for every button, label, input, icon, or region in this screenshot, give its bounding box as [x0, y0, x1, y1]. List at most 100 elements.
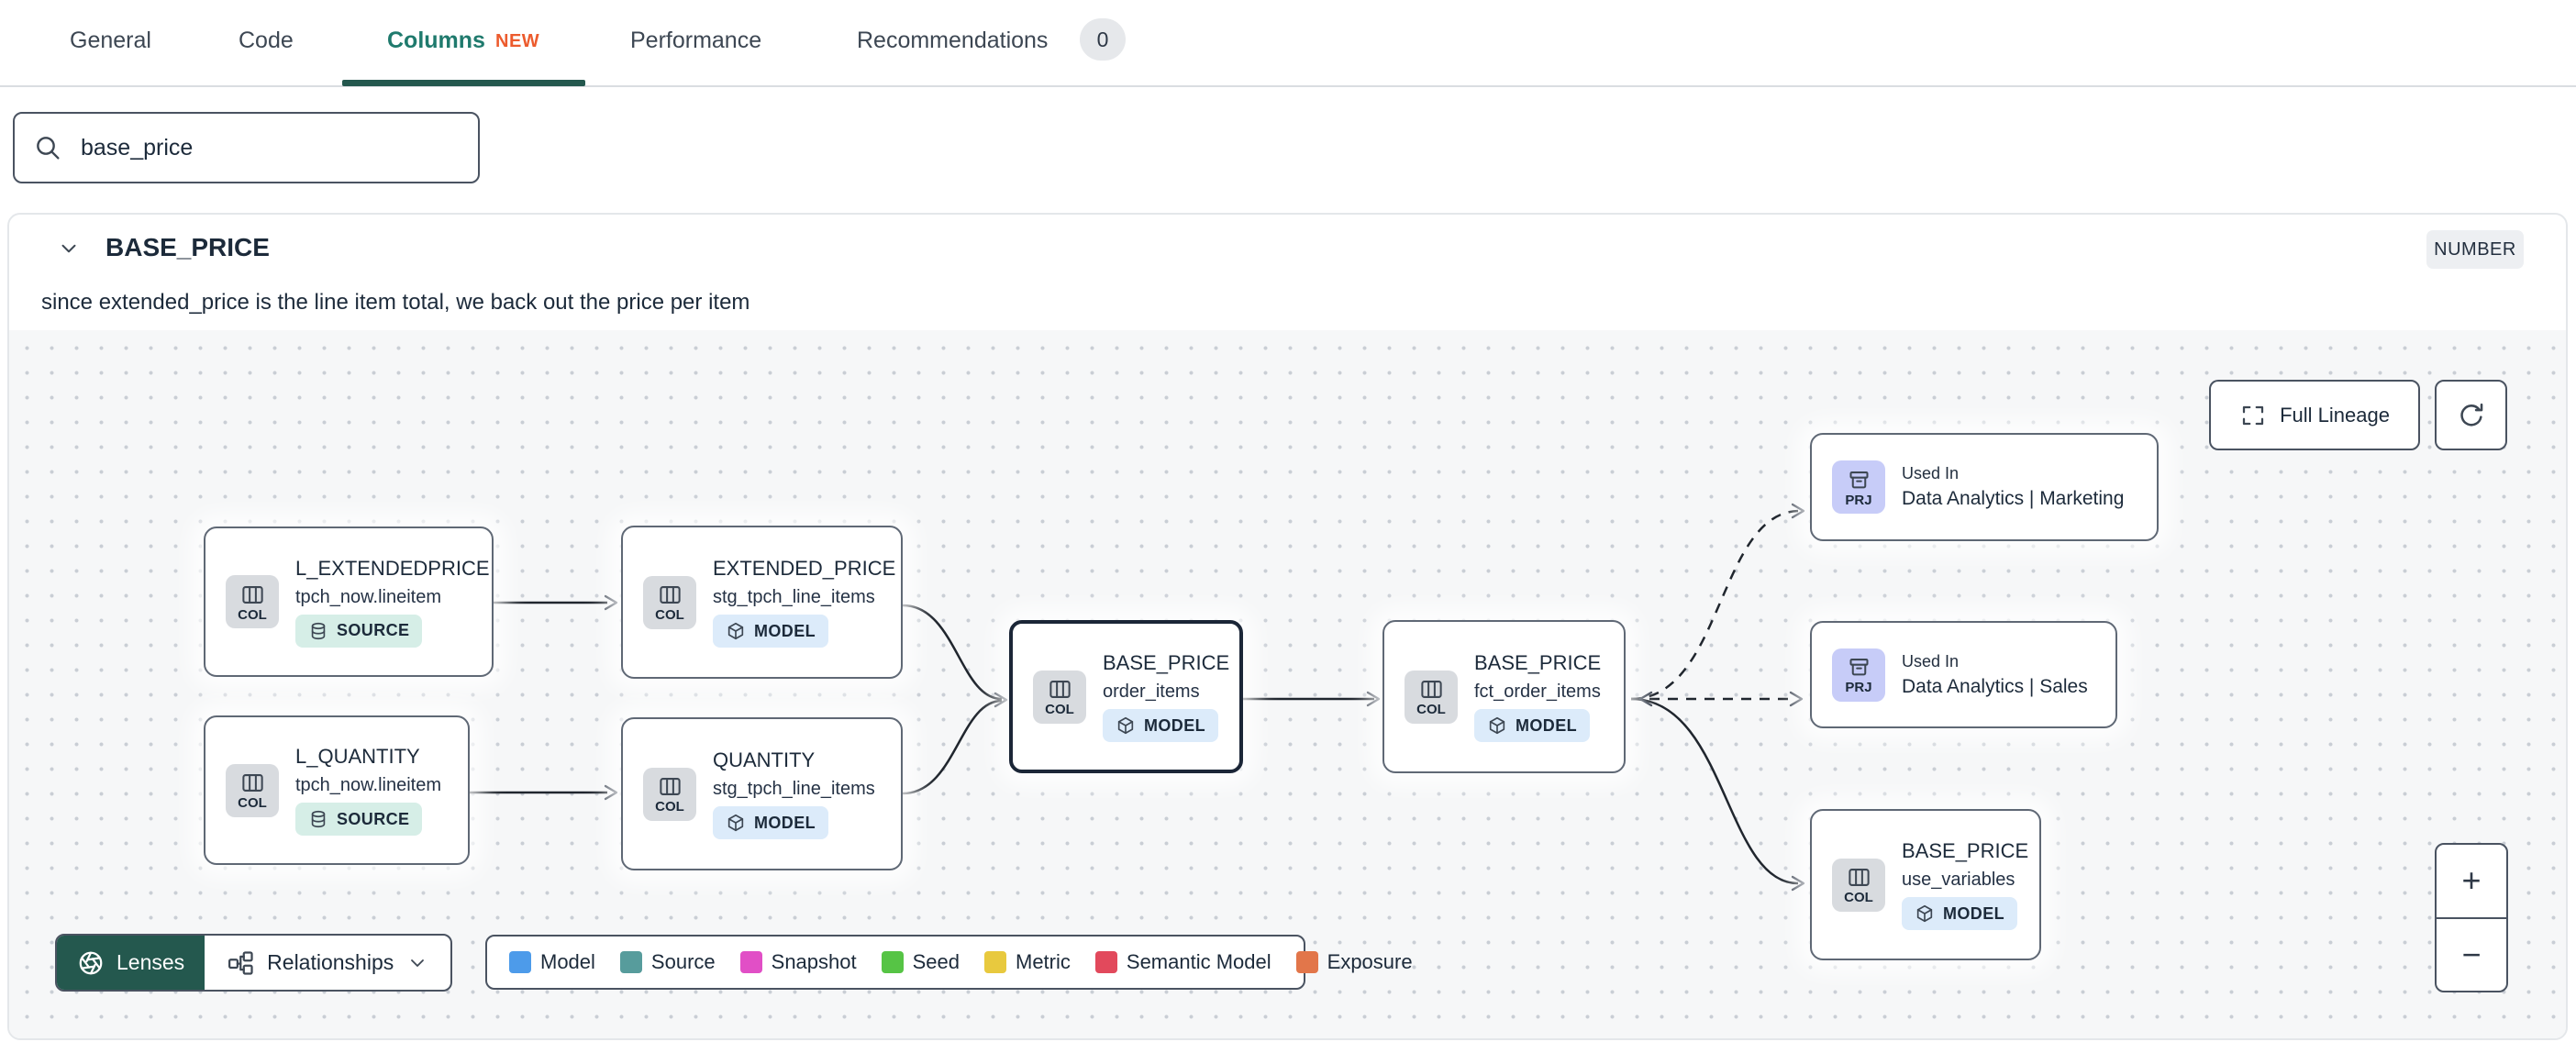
column-search-box[interactable]: [13, 112, 480, 183]
model-tag: MODEL: [1902, 897, 2017, 930]
zoom-out-button[interactable]: −: [2437, 916, 2506, 992]
relationships-icon: [228, 950, 253, 975]
column-type-icon-badge: COL: [226, 763, 279, 817]
tab-recommendations[interactable]: Recommendations: [857, 28, 1049, 53]
collapse-chevron-icon[interactable]: [57, 237, 81, 260]
columns-icon: [1420, 681, 1442, 698]
lineage-canvas[interactable]: [9, 330, 2566, 1038]
columns-icon: [1848, 869, 1870, 886]
active-tab-underline: [342, 80, 585, 86]
node-title: EXTENDED_PRICE: [713, 557, 896, 580]
zoom-in-button[interactable]: +: [2461, 861, 2482, 900]
node-subtitle: fct_order_items: [1474, 682, 1601, 702]
legend-item-snapshot: Snapshot: [739, 950, 857, 974]
tab-bar: General Code Columns NEW Performance Rec…: [0, 0, 2576, 87]
model-cube-icon: [1916, 904, 1933, 923]
source-tag: SOURCE: [295, 614, 423, 648]
node-title: QUANTITY: [713, 748, 816, 771]
node-title: BASE_PRICE: [1474, 651, 1602, 674]
column-type-icon-badge: COL: [1832, 858, 1885, 912]
database-icon: [311, 622, 326, 639]
legend-swatch: [984, 951, 1006, 973]
search-icon: [37, 137, 60, 160]
project-icon-badge: PRJ: [1832, 460, 1885, 514]
lineage-node-extended-price[interactable]: COL EXTENDED_PRICE stg_tpch_line_items M…: [621, 526, 903, 679]
tab-code[interactable]: Code: [239, 28, 294, 53]
columns-icon: [241, 585, 263, 604]
model-tag: MODEL: [1474, 709, 1590, 742]
lineage-node-used-in-marketing[interactable]: PRJ Used In Data Analytics | Marketing: [1810, 433, 2159, 541]
lineage-node-base-price-order-items[interactable]: COL BASE_PRICE order_items MODEL: [1009, 620, 1243, 773]
model-tag: MODEL: [1103, 709, 1218, 742]
node-kicker: Used In: [1902, 651, 1960, 671]
column-type-badge: NUMBER: [2426, 230, 2524, 269]
column-type-icon-badge: COL: [226, 575, 279, 628]
expand-icon: [2242, 405, 2264, 425]
project-archive-icon: [1849, 471, 1869, 488]
column-type-icon-badge: COL: [643, 767, 696, 821]
model-tag: MODEL: [713, 615, 828, 648]
node-title: L_QUANTITY: [295, 745, 420, 768]
column-type-icon-badge: COL: [1033, 670, 1086, 724]
node-title: L_EXTENDEDPRICE: [295, 556, 490, 580]
source-tag: SOURCE: [295, 803, 423, 836]
legend-swatch: [1295, 951, 1318, 973]
model-cube-icon: [727, 622, 744, 640]
tab-columns[interactable]: Columns: [387, 28, 485, 53]
tab-general[interactable]: General: [70, 28, 151, 53]
model-cube-icon: [727, 814, 744, 832]
project-icon-badge: PRJ: [1832, 648, 1885, 702]
search-input[interactable]: [79, 133, 460, 162]
node-subtitle: tpch_now.lineitem: [295, 775, 441, 795]
legend-item-metric: Metric: [984, 950, 1071, 974]
lineage-node-l-extendedprice[interactable]: COL L_EXTENDEDPRICE tpch_now.lineitem SO…: [204, 526, 494, 677]
node-title: BASE_PRICE: [1902, 839, 2029, 862]
columns-icon: [659, 778, 681, 795]
column-name: BASE_PRICE: [105, 233, 270, 261]
project-archive-icon: [1849, 659, 1869, 676]
model-cube-icon: [1489, 716, 1505, 735]
node-title: Data Analytics | Marketing: [1902, 488, 2125, 509]
legend-item-semantic-model: Semantic Model: [1094, 950, 1271, 974]
recommendations-count-badge: 0: [1080, 18, 1126, 61]
column-description: since extended_price is the line item to…: [41, 290, 750, 315]
node-type-legend: Model Source Snapshot Seed Metric Semant…: [485, 935, 1413, 990]
lineage-node-used-in-sales[interactable]: PRJ Used In Data Analytics | Sales: [1810, 621, 2117, 728]
lineage-node-quantity[interactable]: COL QUANTITY stg_tpch_line_items MODEL: [621, 717, 903, 870]
relationships-dropdown[interactable]: Relationships: [205, 936, 450, 990]
legend-swatch: [509, 951, 531, 973]
lineage-node-l-quantity[interactable]: COL L_QUANTITY tpch_now.lineitem SOURCE: [204, 715, 470, 865]
node-kicker: Used In: [1902, 464, 1960, 482]
lineage-node-base-price-use-variables[interactable]: COL BASE_PRICE use_variables MODEL: [1810, 809, 2041, 960]
column-type-icon-badge: COL: [643, 575, 696, 629]
tab-columns-new-badge: NEW: [495, 31, 540, 51]
node-subtitle: stg_tpch_line_items: [713, 779, 875, 799]
legend-item-exposure: Exposure: [1295, 950, 1413, 974]
full-lineage-button[interactable]: Full Lineage: [2209, 380, 2420, 450]
legend-swatch: [739, 951, 762, 973]
node-subtitle: stg_tpch_line_items: [713, 587, 875, 607]
lineage-node-base-price-fct-order-items[interactable]: COL BASE_PRICE fct_order_items MODEL: [1382, 620, 1626, 773]
lenses-control: Lenses Relationships: [55, 934, 453, 992]
columns-icon: [659, 586, 681, 604]
tab-performance[interactable]: Performance: [630, 28, 762, 53]
zoom-control: + −: [2435, 843, 2508, 992]
columns-icon: [1049, 681, 1071, 698]
aperture-icon: [79, 951, 103, 974]
legend-swatch: [619, 951, 642, 973]
model-tag: MODEL: [713, 806, 828, 839]
columns-icon: [241, 774, 263, 792]
lenses-button[interactable]: Lenses: [57, 936, 205, 990]
legend-swatch: [1094, 951, 1117, 973]
column-type-icon-badge: COL: [1405, 670, 1458, 724]
node-subtitle: tpch_now.lineitem: [295, 586, 441, 607]
refresh-button[interactable]: [2435, 380, 2507, 450]
node-title: BASE_PRICE: [1103, 651, 1230, 674]
legend-item-seed: Seed: [881, 950, 960, 974]
node-title: Data Analytics | Sales: [1902, 675, 2088, 697]
node-subtitle: use_variables: [1902, 870, 2015, 890]
model-cube-icon: [1117, 716, 1134, 735]
refresh-icon: [2459, 403, 2482, 427]
legend-item-model: Model: [509, 950, 595, 974]
